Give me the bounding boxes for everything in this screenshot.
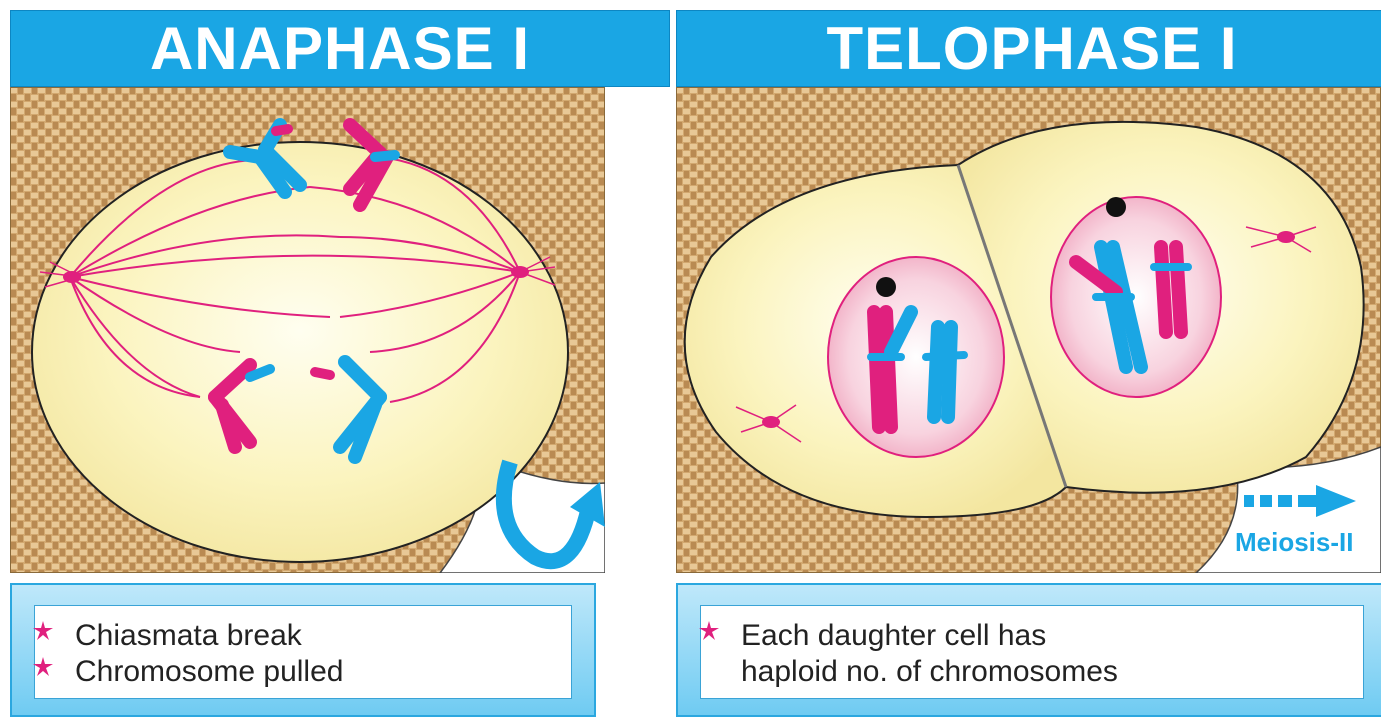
bullet-item: Each daughter cell has [741, 618, 1353, 654]
meiosis-ii-label: Meiosis-II [1235, 527, 1353, 558]
anaphase-caption-frame: Chiasmata break Chromosome pulled [10, 583, 596, 717]
bullet-text: Each daughter cell has [741, 619, 1046, 652]
telophase-title-bar: TELOPHASE I [676, 10, 1381, 87]
star-bullet-icon [33, 657, 53, 677]
star-bullet-icon [33, 621, 53, 641]
bullet-text: Chromosome pulled [75, 655, 343, 688]
telophase-caption: Each daughter cell has haploid no. of ch… [700, 605, 1364, 699]
telophase-illustration [676, 87, 1381, 573]
anaphase-caption: Chiasmata break Chromosome pulled [34, 605, 572, 699]
telophase-title: TELOPHASE I [826, 14, 1237, 83]
bullet-text: Chiasmata break [75, 619, 302, 652]
anaphase-title-bar: ANAPHASE I [10, 10, 670, 87]
anaphase-title: ANAPHASE I [150, 14, 530, 83]
telophase-panel: TELOPHASE I [700, 0, 1381, 722]
star-bullet-icon [699, 621, 719, 641]
bullet-item: haploid no. of chromosomes [741, 654, 1353, 690]
bullet-item: Chiasmata break [75, 618, 561, 654]
anaphase-illustration [10, 87, 605, 573]
telophase-caption-frame: Each daughter cell has haploid no. of ch… [676, 583, 1381, 717]
anaphase-panel: ANAPHASE I [0, 0, 680, 722]
bullet-item: Chromosome pulled [75, 654, 561, 690]
bullet-text: haploid no. of chromosomes [741, 655, 1118, 688]
